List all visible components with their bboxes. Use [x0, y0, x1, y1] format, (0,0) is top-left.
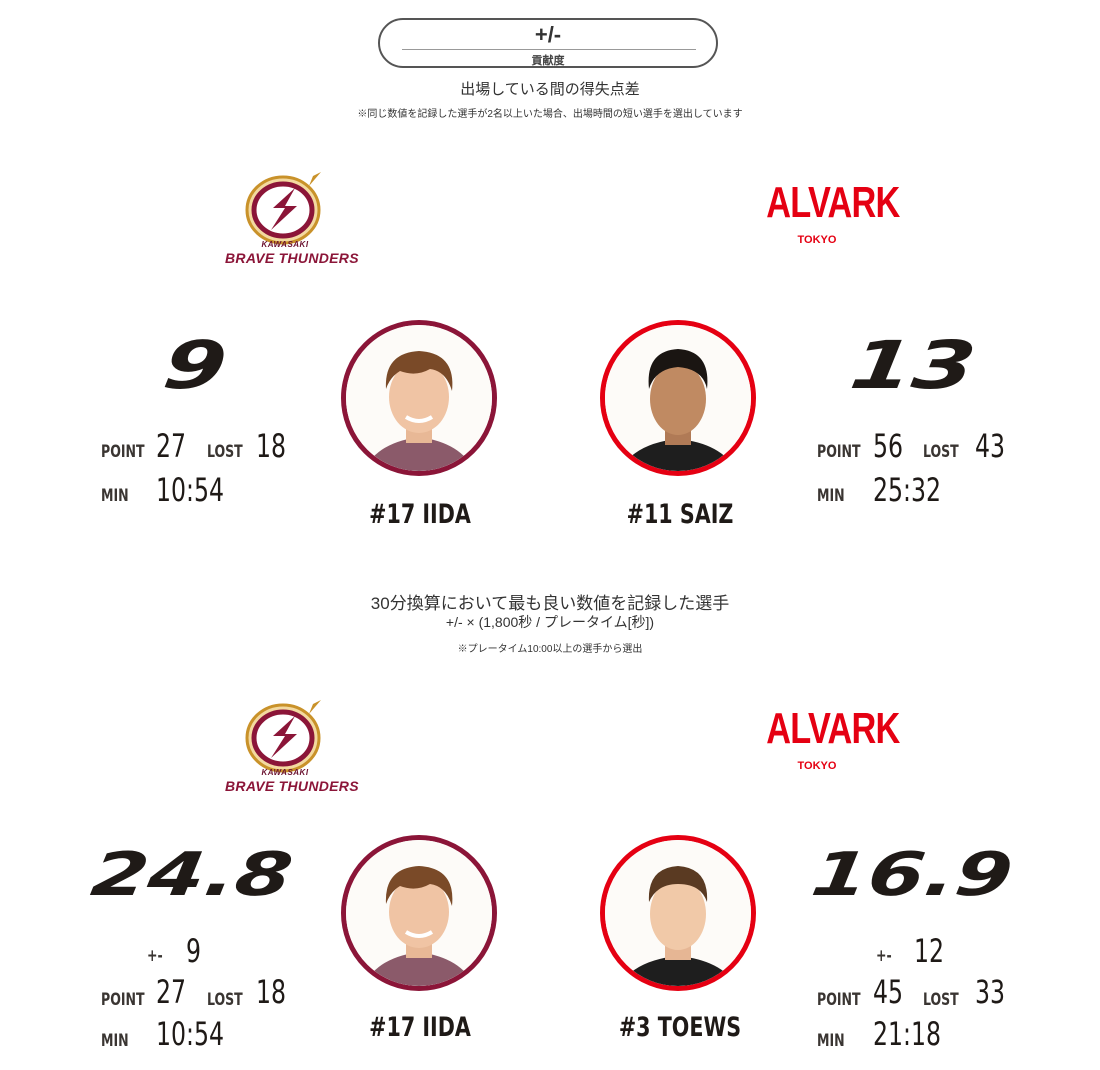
- lost-label: LOST: [207, 990, 243, 1010]
- home-player-avatar: [341, 320, 497, 476]
- player-photo-icon: [605, 840, 751, 986]
- section2-note: ※プレータイム10:00以上の選手から選出: [457, 644, 643, 655]
- home-player-avatar: [341, 835, 497, 991]
- plus-minus-label: +-: [876, 946, 892, 966]
- home-per30-value: 24.8: [87, 840, 297, 910]
- home-pm-value: 9: [186, 932, 202, 970]
- home-point-value: 27: [156, 427, 187, 465]
- player-photo-icon: [346, 325, 492, 471]
- away-min-value: 21:18: [873, 1015, 942, 1053]
- plus-minus-label: +-: [147, 946, 163, 966]
- home-player-name: #17 IIDA: [369, 1012, 471, 1043]
- away-player-avatar: [600, 835, 756, 991]
- min-label: MIN: [101, 1031, 129, 1051]
- away-team-city: TOKYO: [797, 760, 837, 772]
- away-team-city: TOKYO: [797, 234, 837, 246]
- home-point-value: 27: [156, 973, 187, 1011]
- stat-symbol: +/-: [534, 22, 562, 47]
- away-pm-value: 12: [914, 932, 945, 970]
- home-plus-minus-value: 9: [158, 327, 232, 404]
- home-min-value: 10:54: [156, 471, 225, 509]
- away-per30-value: 16.9: [807, 840, 1017, 910]
- divider: [402, 49, 696, 50]
- away-team-logo: ALVARK TOKYO: [752, 704, 900, 784]
- away-lost-value: 33: [975, 973, 1006, 1011]
- home-team-name: BRAVE THUNDERS: [225, 250, 359, 266]
- home-team-city: KAWASAKI: [261, 768, 309, 777]
- home-team-logo: KAWASAKI BRAVE THUNDERS: [225, 170, 359, 280]
- point-label: POINT: [101, 442, 145, 462]
- stat-note: ※同じ数値を記録した選手が2名以上いた場合、出場時間の短い選手を選出しています: [357, 109, 743, 120]
- player-photo-icon: [346, 840, 492, 986]
- away-point-value: 56: [873, 427, 904, 465]
- away-plus-minus-value: 13: [845, 327, 981, 404]
- home-player-name: #17 IIDA: [369, 499, 471, 530]
- player-photo-icon: [605, 325, 751, 471]
- away-lost-value: 43: [975, 427, 1006, 465]
- min-label: MIN: [817, 486, 845, 506]
- stat-title-pill: +/- 貢献度: [378, 18, 718, 68]
- min-label: MIN: [817, 1031, 845, 1051]
- home-team-city: KAWASAKI: [261, 240, 309, 249]
- away-player-name: #11 SAIZ: [626, 499, 734, 530]
- point-label: POINT: [817, 442, 861, 462]
- thunder-bolt-icon: [245, 172, 321, 245]
- home-team-name: BRAVE THUNDERS: [225, 778, 359, 794]
- away-player-avatar: [600, 320, 756, 476]
- away-min-value: 25:32: [873, 471, 942, 509]
- away-team-logo: ALVARK TOKYO: [752, 178, 900, 258]
- stat-subtitle: 貢献度: [531, 55, 565, 67]
- home-lost-value: 18: [256, 427, 287, 465]
- home-lost-value: 18: [256, 973, 287, 1011]
- home-min-value: 10:54: [156, 1015, 225, 1053]
- lost-label: LOST: [923, 442, 959, 462]
- section2-description: 30分換算において最も良い数値を記録した選手: [370, 594, 730, 613]
- away-player-name: #3 TOEWS: [618, 1012, 742, 1043]
- away-team-name: ALVARK: [766, 704, 900, 753]
- min-label: MIN: [101, 486, 129, 506]
- away-point-value: 45: [873, 973, 904, 1011]
- home-team-logo: KAWASAKI BRAVE THUNDERS: [225, 698, 359, 808]
- stat-description: 出場している間の得失点差: [460, 81, 640, 98]
- point-label: POINT: [817, 990, 861, 1010]
- away-team-name: ALVARK: [766, 178, 900, 227]
- point-label: POINT: [101, 990, 145, 1010]
- lost-label: LOST: [207, 442, 243, 462]
- lost-label: LOST: [923, 990, 959, 1010]
- section2-formula: +/- × (1,800秒 / プレータイム[秒]): [445, 614, 655, 630]
- thunder-bolt-icon: [245, 700, 321, 773]
